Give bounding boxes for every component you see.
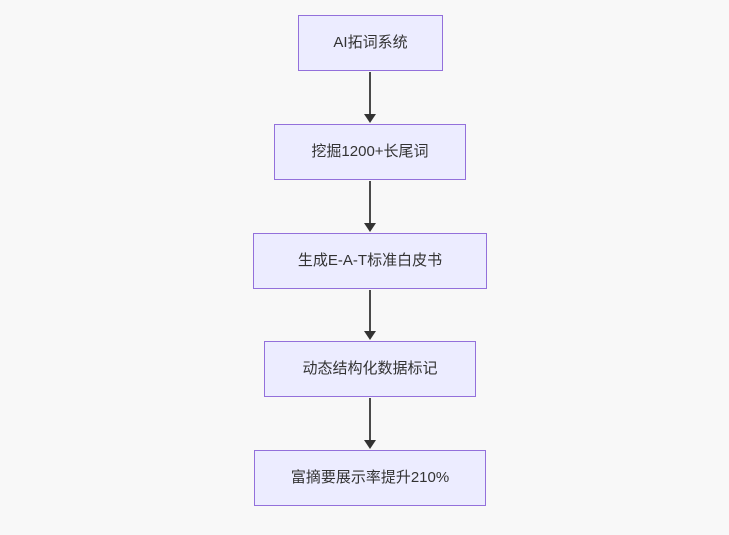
node-label: 生成E-A-T标准白皮书 <box>297 252 443 269</box>
arrow-line <box>369 290 371 331</box>
flowchart-node-ai-keyword-system: AI拓词系统 <box>298 15 443 71</box>
arrowhead-down-icon <box>364 114 376 123</box>
node-label: AI拓词系统 <box>333 34 408 51</box>
node-label: 动态结构化数据标记 <box>302 360 438 377</box>
flowchart-node-longtail-keywords: 挖掘1200+长尾词 <box>274 124 466 180</box>
flow-connector <box>364 181 376 232</box>
arrowhead-down-icon <box>364 331 376 340</box>
node-label: 挖掘1200+长尾词 <box>311 143 429 160</box>
node-label: 富摘要展示率提升210% <box>290 469 450 486</box>
flow-connector <box>364 398 376 449</box>
flow-connector <box>364 290 376 340</box>
flowchart-node-eat-whitepaper: 生成E-A-T标准白皮书 <box>253 233 487 289</box>
arrowhead-down-icon <box>364 223 376 232</box>
flow-connector <box>364 72 376 123</box>
flowchart-node-structured-data-markup: 动态结构化数据标记 <box>264 341 476 397</box>
arrow-line <box>369 398 371 440</box>
flowchart-node-rich-snippet-rate: 富摘要展示率提升210% <box>254 450 486 506</box>
arrow-line <box>369 72 371 114</box>
arrow-line <box>369 181 371 223</box>
arrowhead-down-icon <box>364 440 376 449</box>
